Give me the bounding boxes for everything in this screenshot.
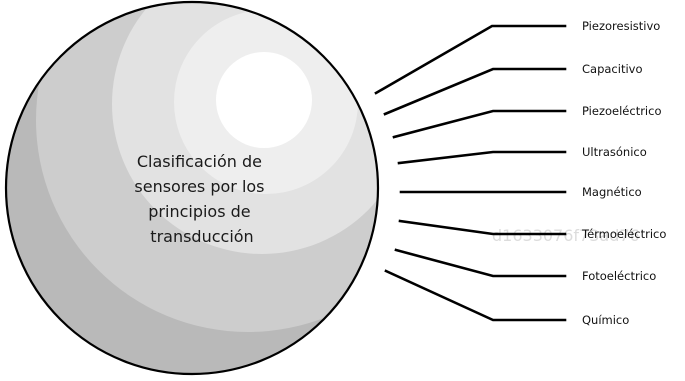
branch-label-piezoresistivo: Piezoresistivo: [582, 19, 660, 33]
sphere-outline: [4, 0, 380, 376]
connector-ultrasonico: [397, 150, 567, 165]
sphere-highlight: [216, 52, 312, 148]
center-title-line: transducción: [150, 227, 253, 246]
branch-labels: Piezoresistivo Capacitivo Piezoeléctrico…: [581, 19, 666, 327]
branch-label-ultrasonico: Ultrasónico: [582, 145, 647, 159]
branch-label-magnetico: Magnético: [582, 185, 642, 199]
branch-label-quimico: Químico: [582, 313, 629, 327]
center-title-line: sensores por los: [134, 177, 264, 196]
branch-label-capacitivo: Capacitivo: [582, 62, 643, 76]
watermark: d1633076f73ad76: [492, 226, 640, 245]
connector-capacitivo: [383, 67, 567, 116]
center-title-line: principios de: [148, 202, 250, 221]
connectors: [374, 24, 567, 322]
connector-fotoelectrico: [394, 248, 567, 278]
connector-quimico: [384, 269, 567, 322]
center-title: Clasificación de sensores por los princi…: [134, 152, 269, 246]
center-title-line: Clasificación de: [137, 152, 262, 171]
connector-piezoresistivo: [374, 24, 567, 95]
connector-piezoelectrico: [392, 109, 567, 139]
branch-label-termoelectrico: Térmoeléctrico: [581, 227, 666, 241]
branch-label-piezoelectrico: Piezoeléctrico: [582, 104, 661, 118]
connector-termoelectrico: [398, 219, 567, 236]
branch-label-fotoelectrico: Fotoeléctrico: [582, 269, 656, 283]
